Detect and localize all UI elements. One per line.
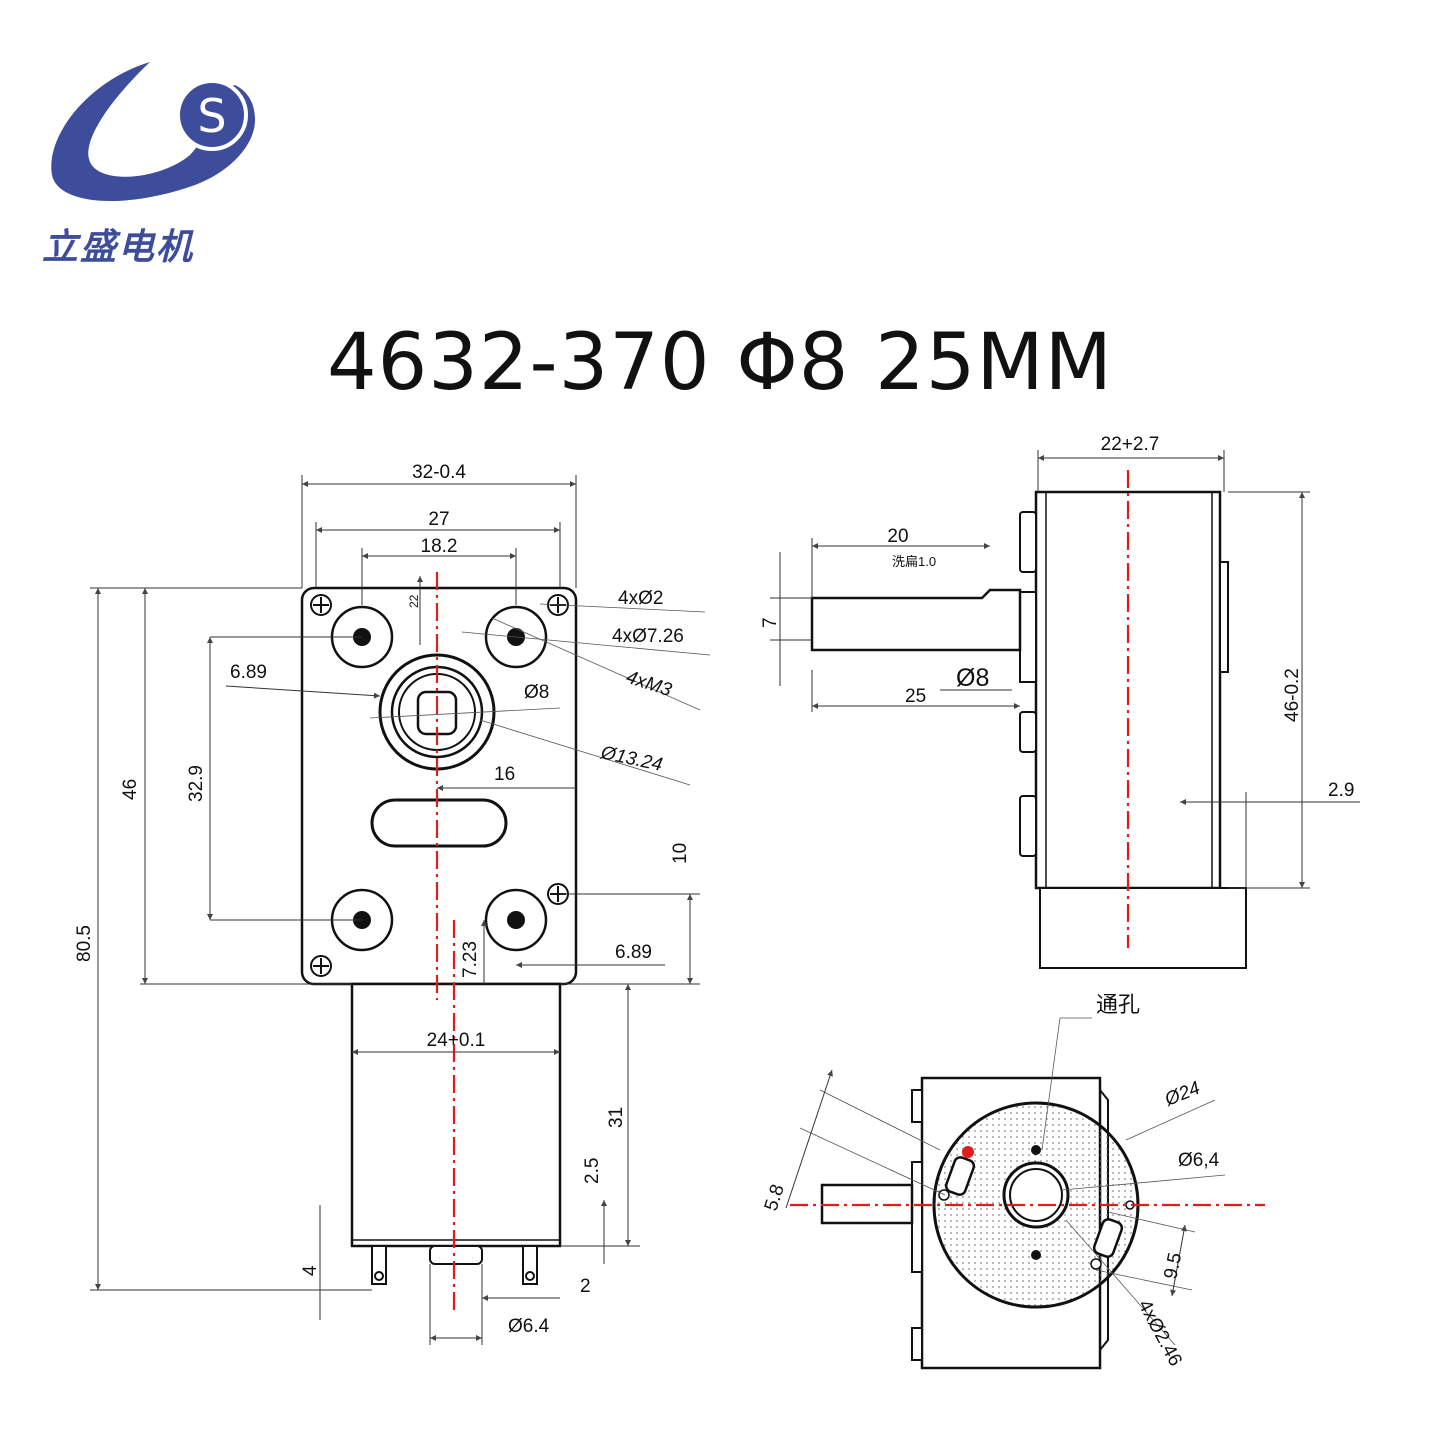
dim-58: 5.8 xyxy=(761,1182,789,1214)
dim-inner-spacing: 18.2 xyxy=(421,536,458,557)
dim-boss-d: Ø13.24 xyxy=(598,742,664,776)
brush-slot-icon xyxy=(944,1156,1124,1258)
end-view: 通孔 5.8 Ø24 Ø6,4 9.5 4xØ2.46 xyxy=(761,992,1265,1370)
dim-25: 2.5 xyxy=(582,1158,603,1184)
dim-gap-16: 16 xyxy=(494,764,515,785)
dim-shaft-len: 20 xyxy=(887,526,908,547)
dim-boss-small: Ø6.4 xyxy=(508,1316,550,1337)
dim-hole-spacing-y: 32.9 xyxy=(186,765,207,802)
dim-10: 10 xyxy=(670,843,691,864)
brand-name: 立盛电机 xyxy=(42,227,195,268)
dim-flat: 7 xyxy=(760,617,781,628)
dim-offset-left: 6.89 xyxy=(230,662,267,683)
dim-side-shaft-d: Ø8 xyxy=(956,664,989,692)
dim-small-top: 22 xyxy=(407,594,421,608)
dim-width-overall: 32-0.4 xyxy=(412,462,466,483)
dim-hole-spacing-x: 27 xyxy=(428,509,449,530)
dim-offset-right: 6.89 xyxy=(615,942,652,963)
dim-shaft-d: Ø8 xyxy=(524,682,549,703)
dim-thread: 4xM3 xyxy=(623,667,674,701)
brand-logo: S xyxy=(51,62,255,202)
dim-95: 9.5 xyxy=(1160,1251,1186,1281)
dim-end-boss-d: Ø6,4 xyxy=(1178,1150,1220,1171)
dim-motor-d: 24+0.1 xyxy=(427,1030,486,1051)
dim-total-length: 80.5 xyxy=(74,925,95,962)
dim-overall-len: 25 xyxy=(905,686,926,707)
dim-height-46: 46 xyxy=(120,779,141,800)
output-shaft xyxy=(810,588,1022,652)
slot xyxy=(370,798,508,848)
note-chamfer: 洗扁1.0 xyxy=(892,554,936,569)
dim-723: 7.23 xyxy=(460,941,481,978)
logo-letter: S xyxy=(197,89,226,143)
terminal-icon xyxy=(371,1245,538,1285)
dim-holes-2: 4xØ2 xyxy=(618,588,663,609)
dim-terminal-len: 4 xyxy=(300,1265,321,1276)
dim-height: 46-0.2 xyxy=(1282,668,1303,722)
side-view: 22+2.7 20 洗扁1.0 7 Ø8 25 46-0.2 2.9 xyxy=(760,434,1360,969)
label-through-hole: 通孔 xyxy=(1096,992,1140,1017)
red-dot-icon xyxy=(962,1146,974,1158)
dim-motor-len: 31 xyxy=(606,1107,627,1128)
logo-badge-icon xyxy=(176,79,248,151)
front-view: 32-0.4 27 18.2 22 4xØ2 4xØ7.26 4xM3 6.89… xyxy=(74,462,711,1345)
motor-can xyxy=(350,982,562,1248)
page-title: 4632-370 Φ8 25MM xyxy=(327,318,1113,408)
dim-2: 2 xyxy=(580,1276,591,1297)
dim-end-motor-d: Ø24 xyxy=(1161,1078,1203,1111)
dim-29: 2.9 xyxy=(1328,780,1354,801)
dim-holes-726: 4xØ7.26 xyxy=(612,626,684,647)
dim-depth: 22+2.7 xyxy=(1101,434,1160,455)
dim-end-holes: 4xØ2.46 xyxy=(1134,1296,1186,1369)
